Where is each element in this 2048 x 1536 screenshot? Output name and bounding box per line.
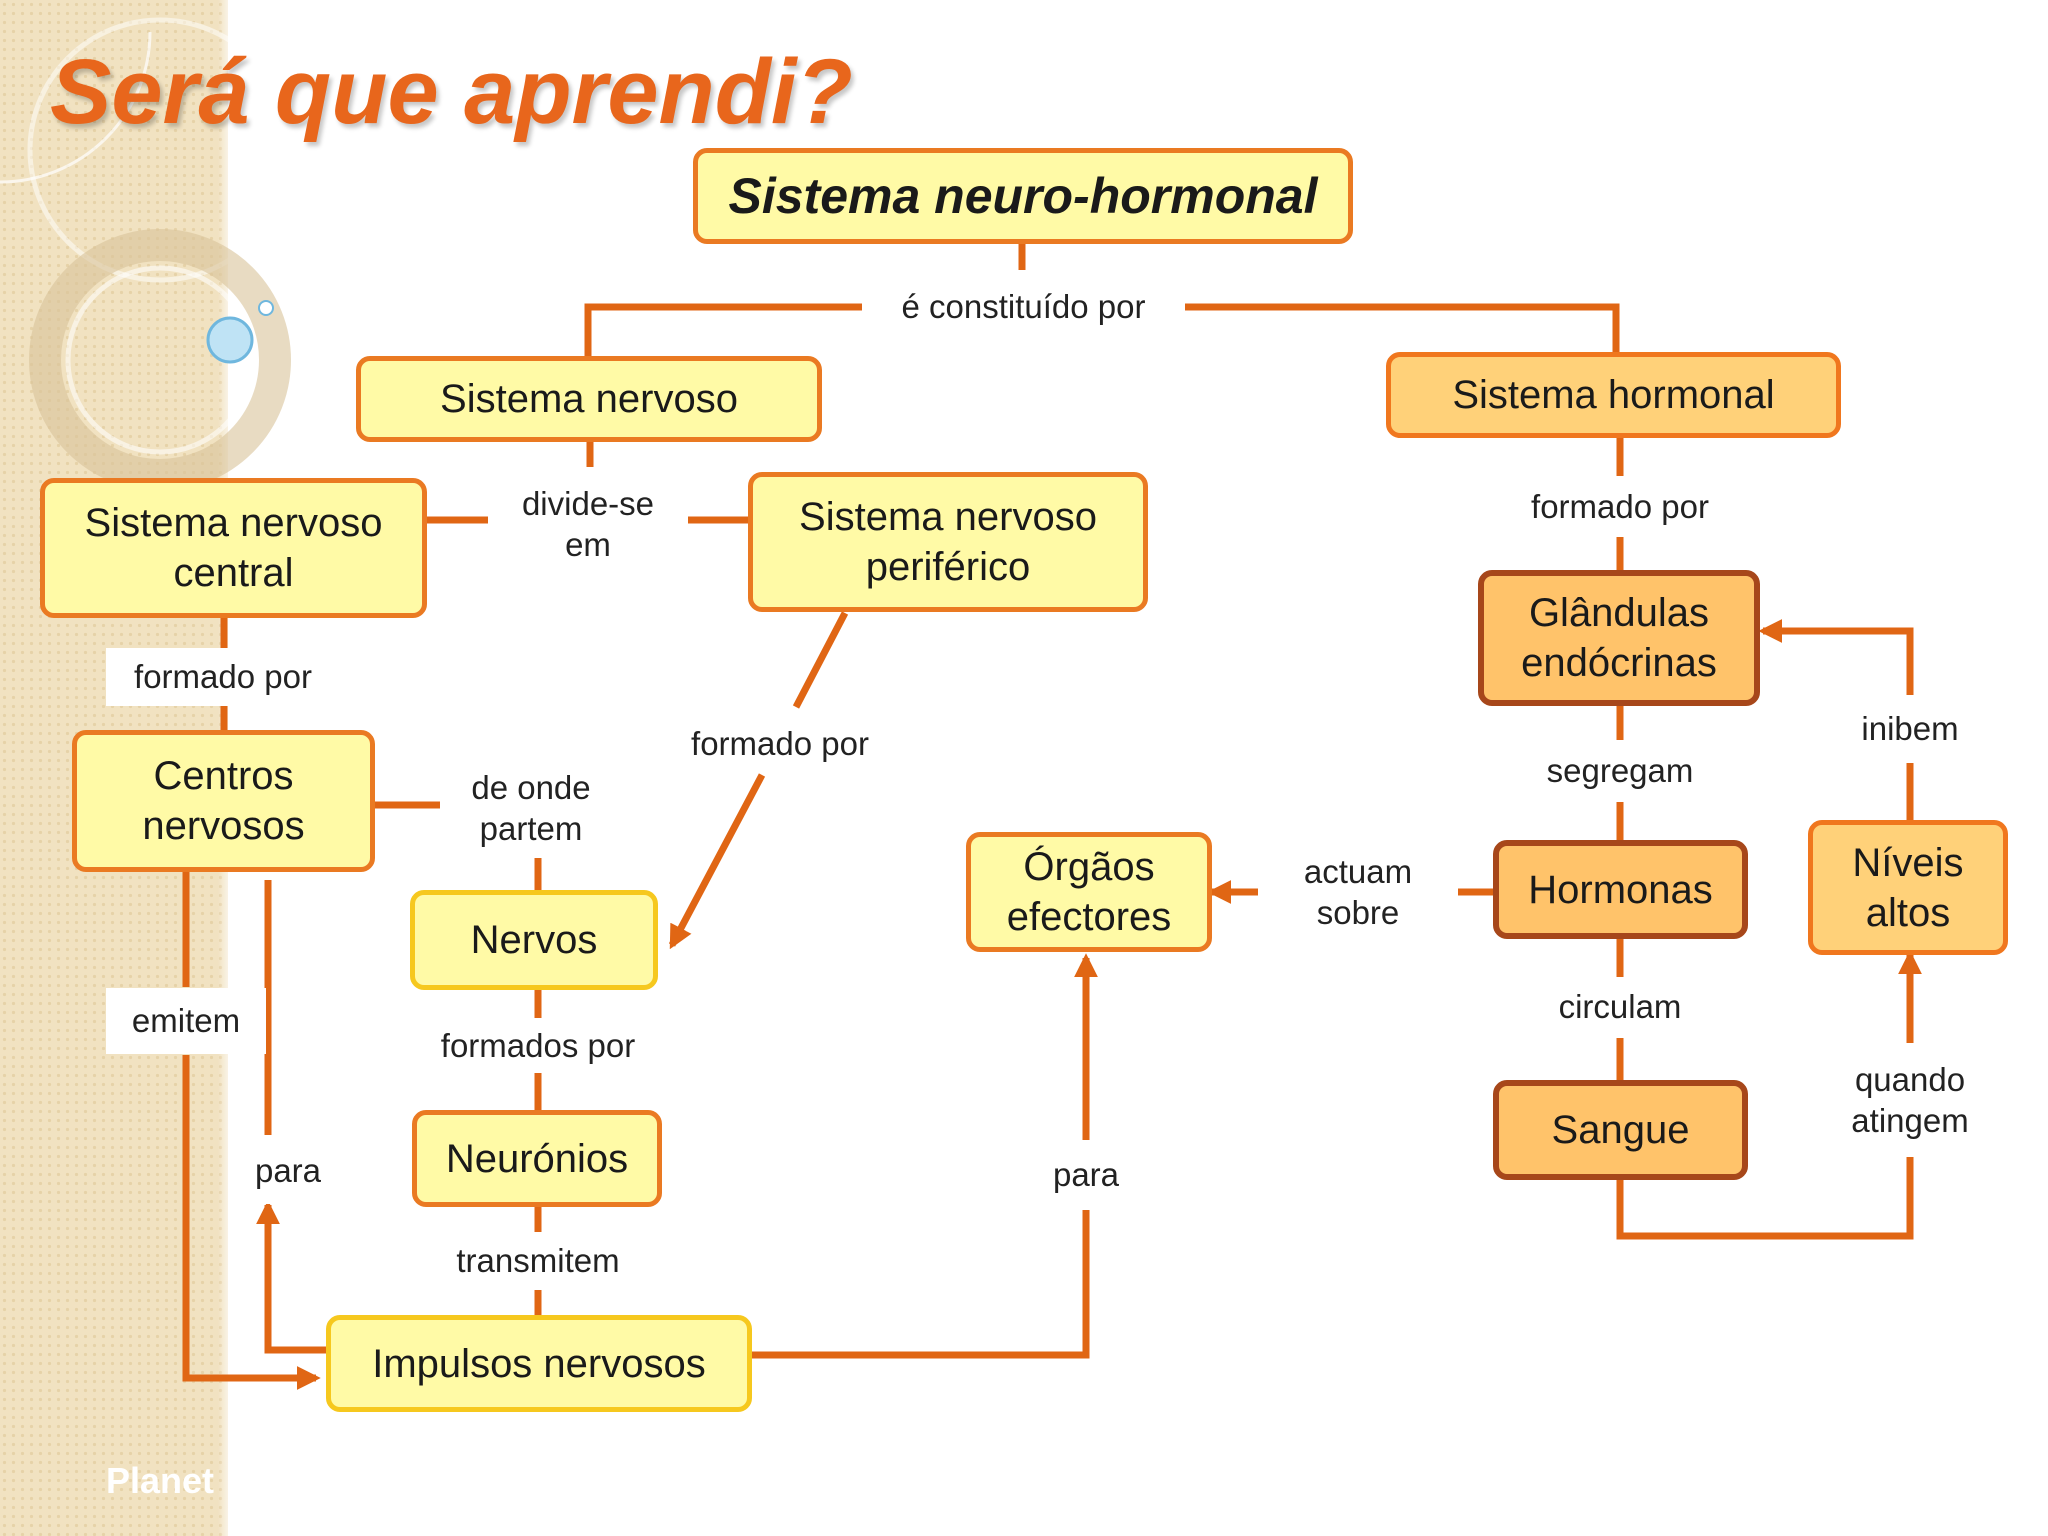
bubble-large xyxy=(206,316,254,364)
link-label-constituido-por: é constituído por xyxy=(862,282,1185,332)
node-sistema-nervoso-periferico: Sistema nervoso periférico xyxy=(748,472,1148,612)
node-centros-nervosos: Centros nervosos xyxy=(72,730,375,872)
footer-text: Planet xyxy=(106,1460,215,1501)
link-label-formados-por: formados por xyxy=(428,1020,648,1072)
node-niveis-altos: Níveis altos xyxy=(1808,820,2008,955)
link-label-divide-se-em: divide-se em xyxy=(488,480,688,568)
node-sistema-neuro-hormonal: Sistema neuro-hormonal xyxy=(693,148,1353,244)
page-title: Será que aprendi? xyxy=(50,41,853,143)
arrow-to-nervos xyxy=(668,773,766,950)
line-to-nervoso xyxy=(584,303,862,356)
arrow-para-centros xyxy=(256,1200,327,1354)
link-label-segregam: segregam xyxy=(1528,742,1712,800)
link-label-formado-por-snp: formado por xyxy=(668,715,892,773)
line-sangue-loop xyxy=(1616,1157,1914,1240)
link-label-formado-por-hormonal: formado por xyxy=(1508,478,1732,536)
bubble-small xyxy=(258,300,274,316)
node-impulsos-nervosos: Impulsos nervosos xyxy=(326,1315,752,1412)
line-to-hormonal xyxy=(1185,303,1620,352)
link-label-quando-atingem: quando atingem xyxy=(1820,1045,2000,1155)
node-orgaos-efectores: Órgãos efectores xyxy=(966,832,1212,952)
link-label-para-centros: para xyxy=(228,1138,348,1204)
node-neuronios: Neurónios xyxy=(412,1110,662,1207)
node-glandulas-endocrinas: Glândulas endócrinas xyxy=(1478,570,1760,706)
link-label-emitem: emitem xyxy=(106,988,266,1054)
link-label-inibem: inibem xyxy=(1838,697,1982,761)
node-sistema-nervoso-central: Sistema nervoso central xyxy=(40,478,427,618)
arrow-inibem-glandulas xyxy=(1758,619,1914,695)
node-hormonas: Hormonas xyxy=(1493,840,1748,939)
link-label-circulam: circulam xyxy=(1528,978,1712,1036)
node-sistema-hormonal: Sistema hormonal xyxy=(1386,352,1841,438)
node-nervos: Nervos xyxy=(410,890,658,990)
line-snp-diag xyxy=(792,611,849,709)
line-impulsos-right xyxy=(752,1210,1090,1359)
node-sistema-nervoso: Sistema nervoso xyxy=(356,356,822,442)
link-label-formado-por-snc: formado por xyxy=(106,648,340,706)
link-label-de-onde-partem: de onde partem xyxy=(440,760,622,856)
arrow-emitem-impulsos xyxy=(182,1055,321,1390)
link-label-para-orgaos: para xyxy=(1030,1142,1142,1208)
node-sangue: Sangue xyxy=(1493,1080,1748,1180)
link-label-transmitem: transmitem xyxy=(440,1234,636,1288)
link-label-actuam-sobre: actuam sobre xyxy=(1260,845,1456,939)
